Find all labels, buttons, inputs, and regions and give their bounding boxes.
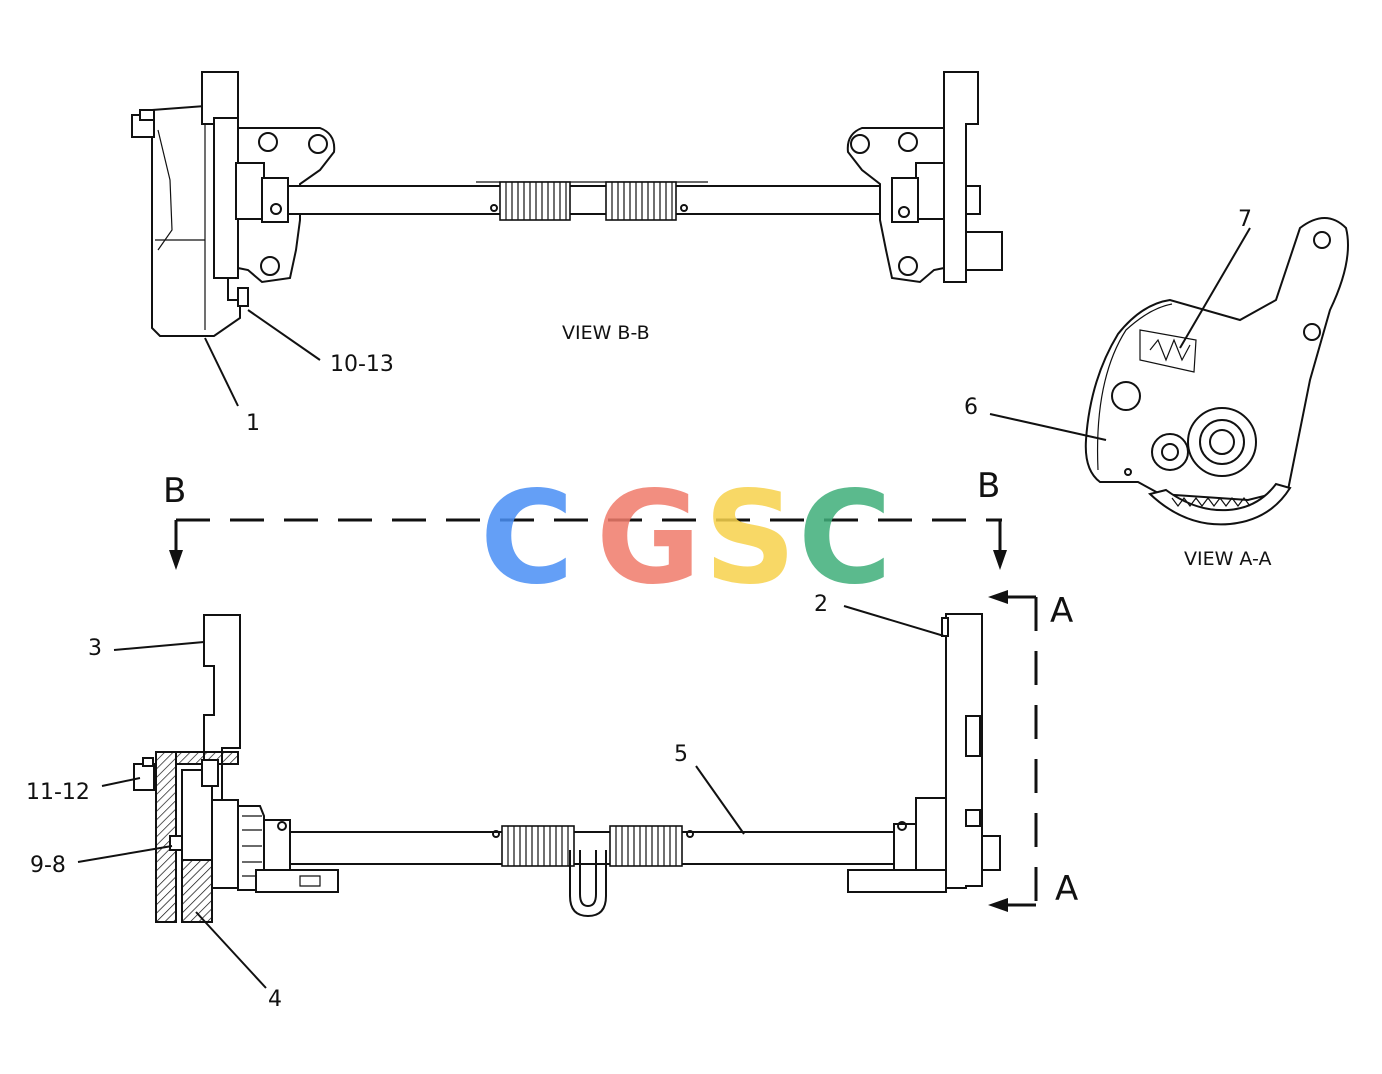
callout-11-12: 11-12 bbox=[26, 780, 90, 805]
callout-6: 6 bbox=[964, 395, 978, 420]
watermark-letter-g: G bbox=[596, 464, 701, 613]
leaders-aa bbox=[989, 227, 1251, 441]
section-mark-b-left: B bbox=[163, 471, 186, 511]
watermark-logo: C G S C bbox=[480, 464, 892, 613]
front-view-drawing bbox=[133, 613, 1001, 923]
view-aa-title: VIEW A-A bbox=[1184, 548, 1271, 570]
callout-4: 4 bbox=[268, 987, 282, 1012]
watermark-letter-s: S bbox=[704, 464, 796, 613]
section-mark-a-bottom: A bbox=[1055, 869, 1078, 909]
leaders-front bbox=[77, 605, 945, 989]
section-line-aa bbox=[988, 590, 1038, 912]
section-line-bb bbox=[169, 518, 1007, 570]
leaders-bb bbox=[204, 309, 321, 407]
callout-9-8: 9-8 bbox=[30, 853, 66, 878]
view-aa-drawing bbox=[1084, 217, 1349, 526]
callout-10-13: 10-13 bbox=[330, 352, 394, 377]
view-bb-title: VIEW B-B bbox=[562, 322, 650, 344]
callout-7: 7 bbox=[1238, 207, 1252, 232]
callout-2: 2 bbox=[814, 592, 828, 617]
section-mark-b-right: B bbox=[977, 466, 1000, 506]
callout-3: 3 bbox=[88, 636, 102, 661]
section-mark-a-top: A bbox=[1050, 591, 1073, 631]
watermark-letter-c1: C bbox=[480, 464, 574, 613]
watermark-letter-c2: C bbox=[798, 464, 892, 613]
callout-1: 1 bbox=[246, 411, 260, 436]
view-bb-drawing bbox=[131, 71, 1003, 337]
callout-5: 5 bbox=[674, 742, 688, 767]
